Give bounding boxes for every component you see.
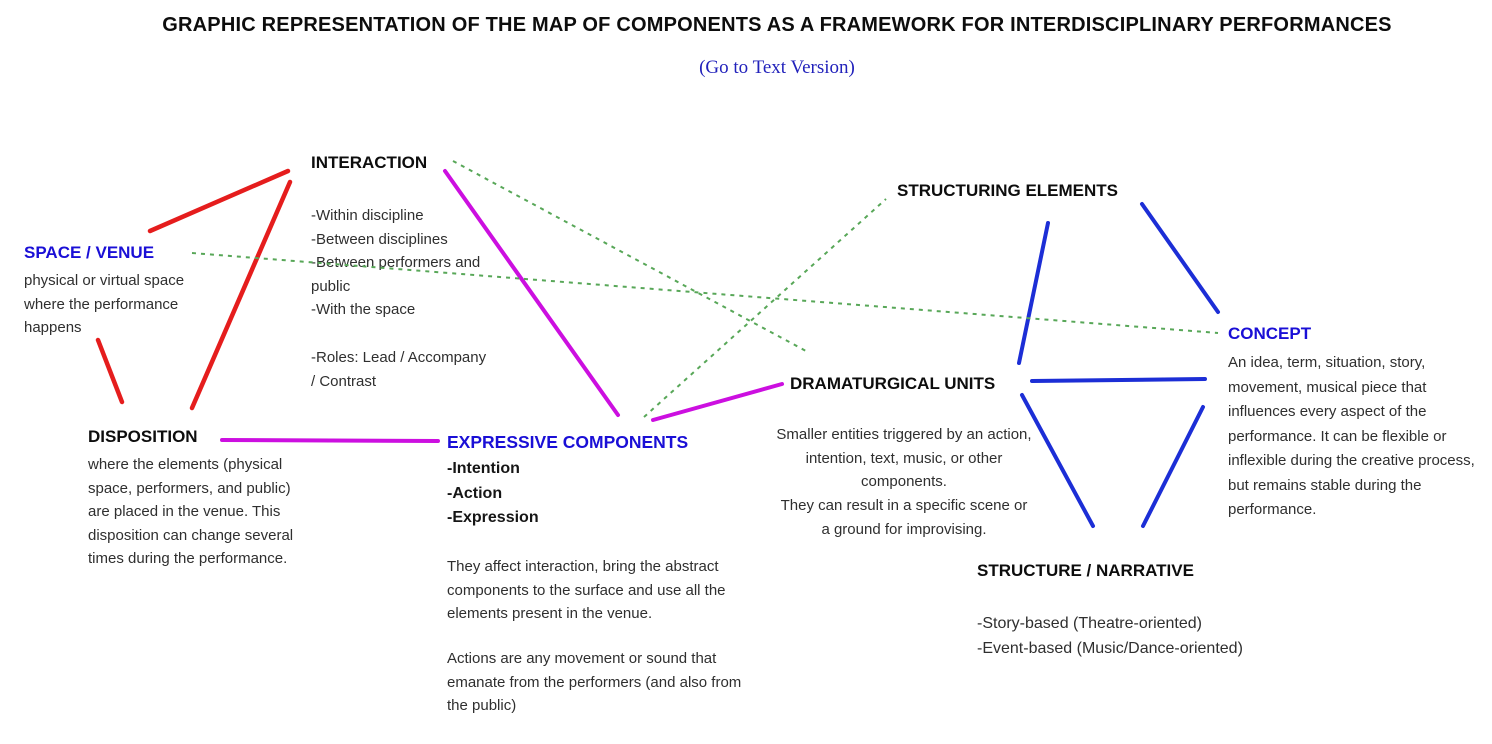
node-interaction-list: -Within discipline -Between disciplines … bbox=[311, 204, 491, 322]
node-concept-title: CONCEPT bbox=[1228, 324, 1312, 343]
edge-interaction-disposition bbox=[189, 179, 293, 411]
list-item: -Between disciplines bbox=[311, 230, 448, 248]
node-space-venue-title: SPACE / VENUE bbox=[24, 243, 155, 262]
node-space-venue-description: physical or virtual space where the perf… bbox=[24, 272, 185, 336]
edge-structuring-elements-dramaturgical-units bbox=[1017, 221, 1050, 365]
list-item: -Story-based (Theatre-oriented) bbox=[977, 615, 1202, 632]
node-interaction-title: INTERACTION bbox=[311, 153, 428, 172]
node-dramaturgical-units-paragraph1: Smaller entities triggered by an action,… bbox=[776, 426, 1032, 490]
list-item: -Intention bbox=[447, 460, 520, 477]
node-expressive-components-list: -Intention -Action -Expression bbox=[447, 457, 647, 531]
text-version-link[interactable]: (Go to Text Version) bbox=[699, 57, 855, 78]
edge-concept-structure-narrative bbox=[1141, 405, 1205, 528]
node-structure-narrative-list: -Story-based (Theatre-oriented) -Event-b… bbox=[977, 612, 1287, 661]
node-structure-narrative-title: STRUCTURE / NARRATIVE bbox=[977, 561, 1194, 580]
node-disposition-title: DISPOSITION bbox=[88, 427, 198, 446]
list-item: -Within discipline bbox=[311, 207, 424, 224]
node-dramaturgical-units-title: DRAMATURGICAL UNITS bbox=[790, 374, 996, 393]
edge-dramaturgical-units-concept bbox=[1030, 377, 1207, 383]
edge-space-venue-interaction bbox=[147, 168, 291, 234]
node-expressive-components-paragraph2: Actions are any movement or sound that e… bbox=[447, 650, 742, 714]
list-item: -Event-based (Music/Dance-oriented) bbox=[977, 639, 1243, 657]
node-dramaturgical-units-paragraph2: They can result in a specific scene or a… bbox=[780, 497, 1028, 538]
edge-expressive-components-dramaturgical-units bbox=[651, 382, 784, 422]
node-disposition-description: where the elements (physical space, perf… bbox=[88, 456, 294, 567]
edge-structuring-elements-concept bbox=[1140, 202, 1220, 314]
node-expressive-components-title: EXPRESSIVE COMPONENTS bbox=[447, 432, 689, 452]
node-interaction-roles: -Roles: Lead / Accompany / Contrast bbox=[311, 349, 487, 390]
edge-space-venue-disposition bbox=[95, 337, 125, 405]
node-structuring-elements-title: STRUCTURING ELEMENTS bbox=[897, 181, 1118, 200]
list-item: -Between performers and public bbox=[311, 254, 481, 295]
list-item: -Action bbox=[447, 484, 503, 502]
list-item: -Expression bbox=[447, 509, 539, 526]
node-expressive-components-paragraph1: They affect interaction, bring the abstr… bbox=[447, 558, 726, 622]
list-item: -With the space bbox=[311, 301, 416, 318]
edge-interaction-dramaturgical-units bbox=[452, 160, 807, 352]
node-concept-description: An idea, term, situation, story, movemen… bbox=[1228, 354, 1475, 518]
page-title: GRAPHIC REPRESENTATION OF THE MAP OF COM… bbox=[162, 14, 1392, 36]
edge-disposition-expressive-components bbox=[220, 438, 440, 443]
